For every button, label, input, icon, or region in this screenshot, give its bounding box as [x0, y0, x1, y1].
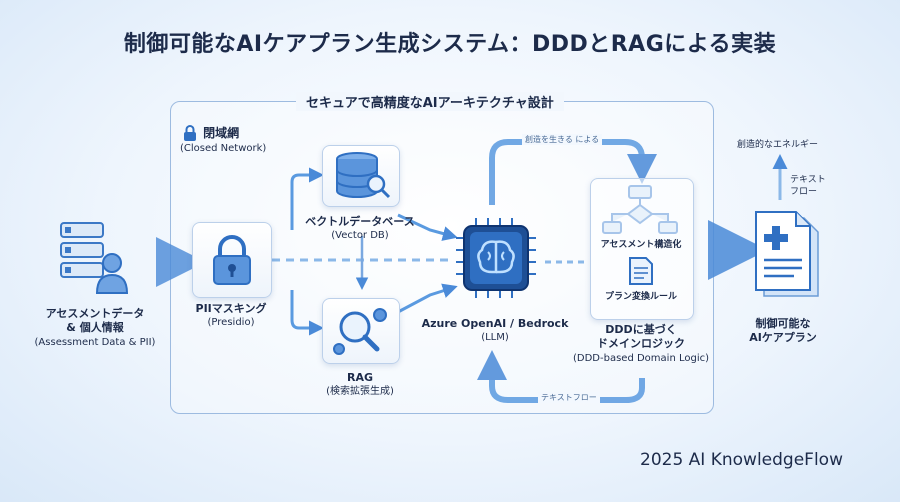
- vector-db-label: ベクトルデータベース (Vector DB): [305, 215, 415, 242]
- ddd-rules-label: プラン変換ルール: [604, 292, 677, 302]
- closed-network-label: 閉域網: [182, 122, 239, 142]
- llm-chip: [450, 212, 542, 304]
- side-text-flow-label: テキスト フロー: [790, 175, 826, 197]
- rag-label: RAG (検索拡張生成): [326, 371, 394, 398]
- closed-network-sub: (Closed Network): [180, 143, 267, 154]
- flow-top-label: 創造を生きる による: [522, 134, 603, 145]
- care-plan-label: 制御可能な AIケアプラン: [749, 317, 817, 345]
- care-plan-document-icon: [748, 208, 828, 303]
- assessment-data-icon: [55, 215, 135, 300]
- padlock-icon: [213, 235, 251, 285]
- ddd-structuring-label: アセスメント構造化: [600, 240, 682, 250]
- document-icon: [628, 256, 654, 290]
- ddd-label: DDDに基づく ドメインロジック (DDD-based Domain Logic…: [573, 323, 709, 364]
- brain-chip-icon: [456, 218, 536, 298]
- pii-masking-card: [192, 222, 272, 298]
- assessment-data-label: アセスメントデータ & 個人情報 (Assessment Data & PII): [34, 307, 156, 348]
- lock-icon: [184, 124, 196, 141]
- pii-masking-label: PIIマスキング (Presidio): [195, 302, 267, 329]
- database-icon: [336, 152, 391, 199]
- search-gear-icon: [333, 308, 387, 355]
- footer-brand: 2025 AI KnowledgeFlow: [640, 450, 843, 470]
- architecture-title: セキュアで高精度なAIアーキテクチャ設計: [296, 92, 564, 111]
- vector-db-card: [322, 145, 400, 207]
- llm-label: Azure OpenAI / Bedrock (LLM): [421, 317, 569, 344]
- flow-bottom-label: テキストフロー: [538, 392, 600, 403]
- rag-card: [322, 298, 400, 364]
- page-title: 制御可能なAIケアプラン生成システム：DDDとRAGによる実装: [123, 32, 777, 57]
- ddd-card: [590, 178, 694, 320]
- creative-energy-label: 創造的なエネルギー: [737, 140, 819, 150]
